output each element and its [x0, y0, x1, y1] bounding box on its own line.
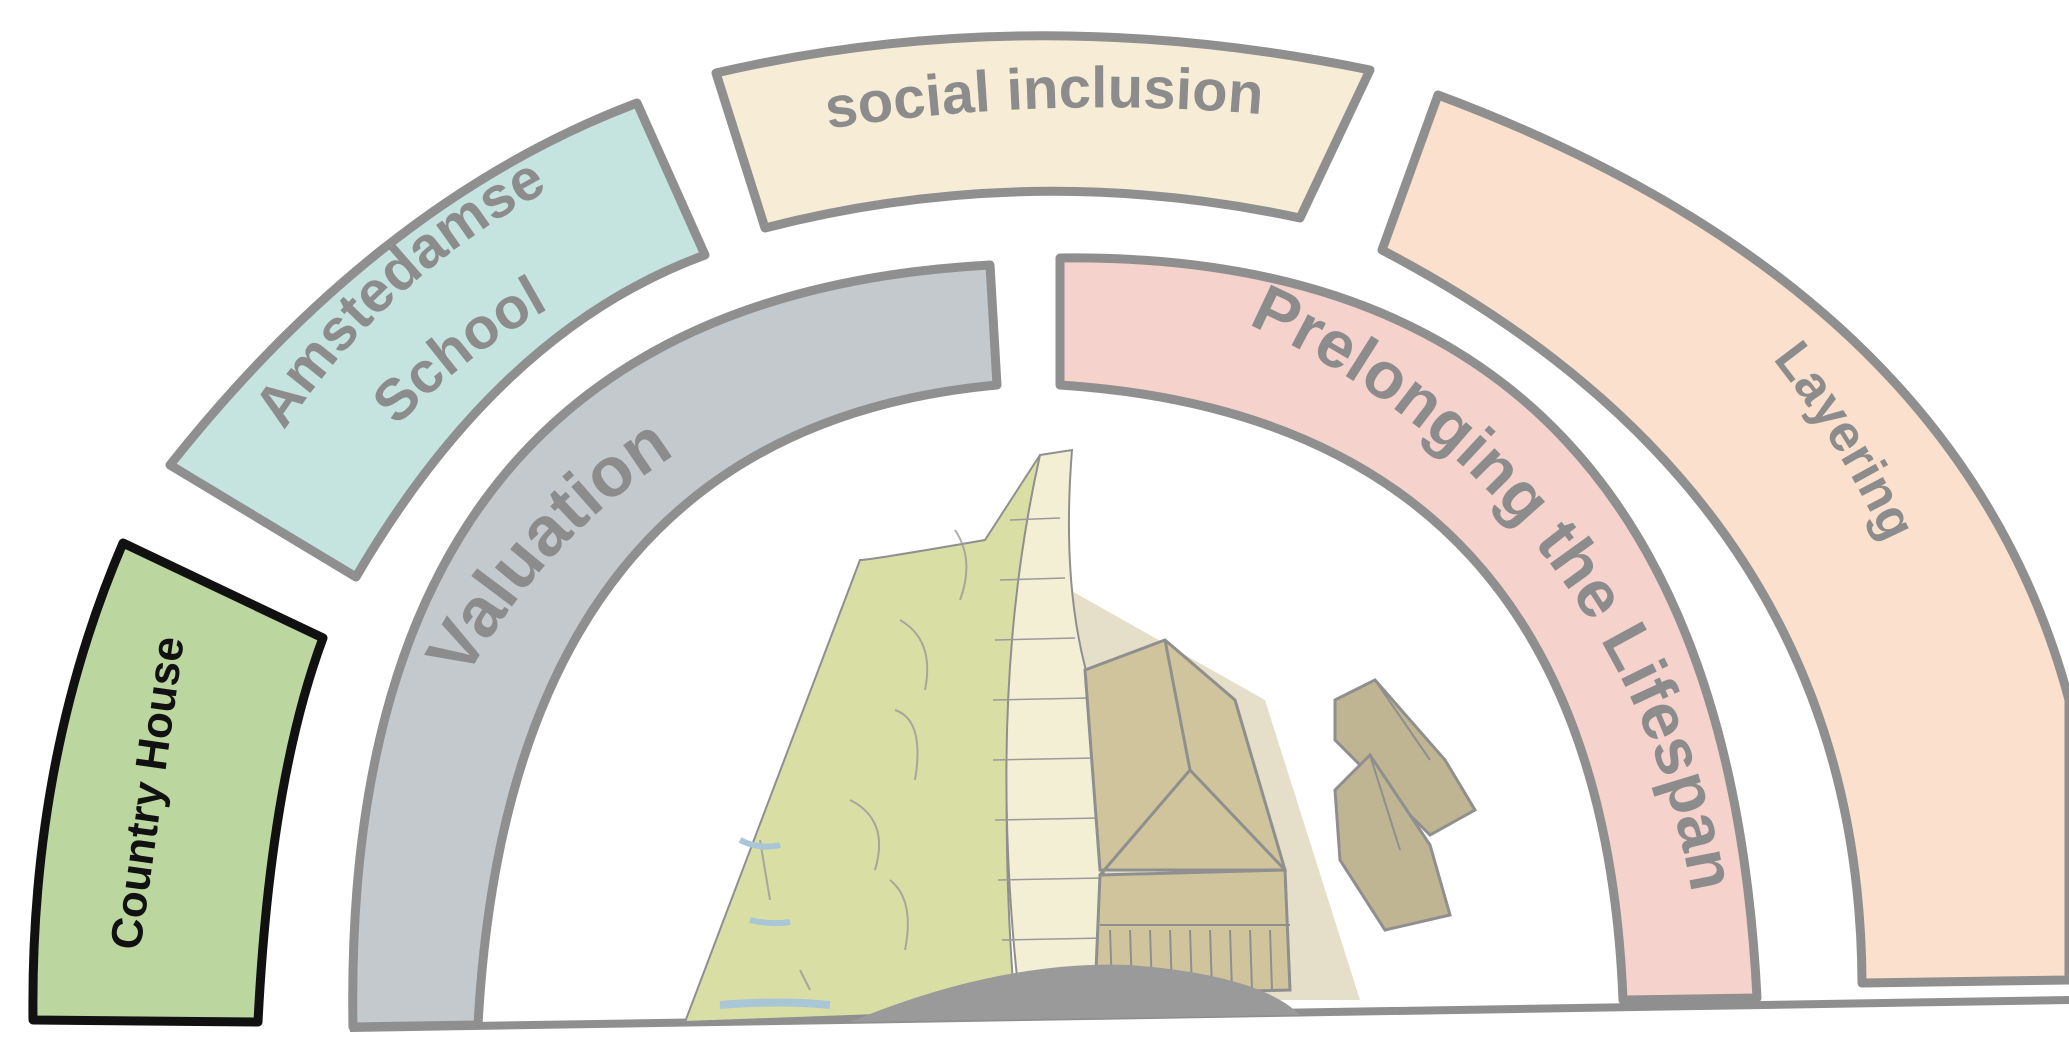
segment-country-house: Country House	[28, 538, 328, 1027]
segment-layering-shape	[1377, 90, 2069, 988]
segment-social-inclusion: social inclusion	[711, 31, 1375, 233]
gable-building-icon	[1083, 638, 1288, 872]
small-huts-icon	[1333, 678, 1478, 932]
segment-amstedamse-school-shape	[165, 98, 710, 582]
segment-country-house-shape	[28, 538, 328, 1027]
segment-prelonging-shape	[1055, 253, 1762, 1005]
building-illustration-icon	[683, 448, 1478, 1024]
ground-mound-icon	[850, 964, 1300, 1022]
segment-social-inclusion-shape	[711, 31, 1375, 233]
green-roof-icon	[683, 454, 1041, 1024]
facade-icon	[1005, 448, 1112, 1007]
